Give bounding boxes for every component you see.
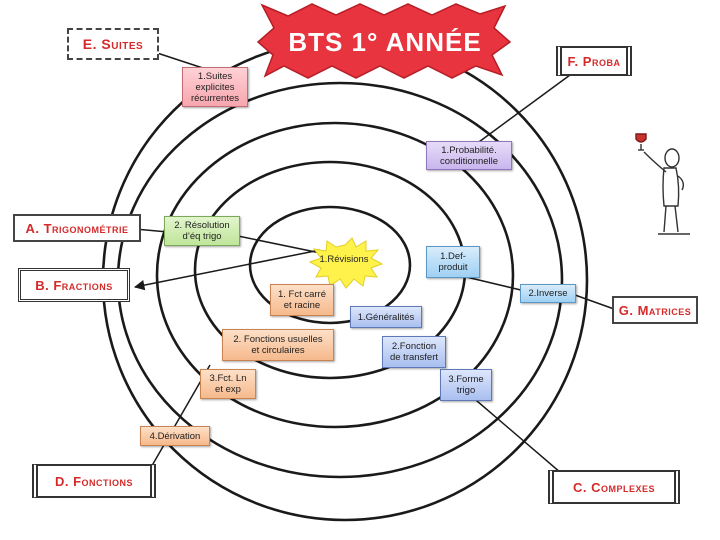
banner-suites-label: E. Suites <box>82 36 144 52</box>
banner-complexes[interactable]: C. Complexes <box>548 470 680 504</box>
connector-proba <box>467 74 571 151</box>
banner-trigonometrie-label: A. Trigonométrie <box>25 220 129 236</box>
node-revisions[interactable]: 1.Révisions <box>319 253 369 265</box>
connector-lines <box>133 49 615 486</box>
node-suites-1[interactable]: 1.Suites explicites récurrentes <box>182 67 248 107</box>
node-fonctions-1[interactable]: 1. Fct carré et racine <box>270 284 334 316</box>
node-trigo-2[interactable]: 2. Résolution d’éq trigo <box>164 216 240 246</box>
spiral-ring-3 <box>155 121 515 429</box>
connector-matrices-1 <box>461 275 526 292</box>
page-title: BTS 1° ANNÉE <box>288 26 482 57</box>
banner-fractions-label: B. Fractions <box>35 277 113 293</box>
banner-proba[interactable]: F. Proba <box>556 46 632 76</box>
node-complexes-1[interactable]: 1.Généralités <box>350 306 422 328</box>
connector-fonctions <box>141 364 211 484</box>
banner-matrices-label: G. Matrices <box>618 302 692 318</box>
spiral-ring-1 <box>248 205 412 325</box>
node-fonctions-4[interactable]: 4.Dérivation <box>140 426 210 446</box>
burst-star-icon <box>308 237 384 289</box>
title-star-shape <box>256 3 512 79</box>
connector-fractions <box>133 249 321 291</box>
banner-matrices[interactable]: G. Matrices <box>612 296 698 324</box>
node-complexes-3[interactable]: 3.Forme trigo <box>440 369 492 401</box>
banner-suites[interactable]: E. Suites <box>67 28 159 60</box>
node-proba-1[interactable]: 1.Probabilité. conditionnelle <box>426 141 512 170</box>
banner-fonctions[interactable]: D. Fonctions <box>32 464 156 498</box>
node-complexes-2[interactable]: 2.Fonction de transfert <box>382 336 446 368</box>
banner-proba-label: F. Proba <box>567 53 621 69</box>
node-matrices-2[interactable]: 2.Inverse <box>520 284 576 303</box>
connector-matrices-2 <box>574 294 615 310</box>
banner-fonctions-label: D. Fonctions <box>54 473 134 489</box>
banner-trigonometrie[interactable]: A. Trigonométrie <box>13 214 141 242</box>
connector-trigo-revisions <box>237 235 331 256</box>
banner-fractions[interactable]: B. Fractions <box>18 268 130 302</box>
node-fonctions-2[interactable]: 2. Fonctions usuelles et circulaires <box>222 329 334 361</box>
stick-figure-trophy-icon <box>635 133 690 235</box>
node-matrices-1[interactable]: 1.Def- produit <box>426 246 480 278</box>
banner-complexes-label: C. Complexes <box>572 479 655 495</box>
node-fonctions-3[interactable]: 3.Fct. Ln et exp <box>200 369 256 399</box>
